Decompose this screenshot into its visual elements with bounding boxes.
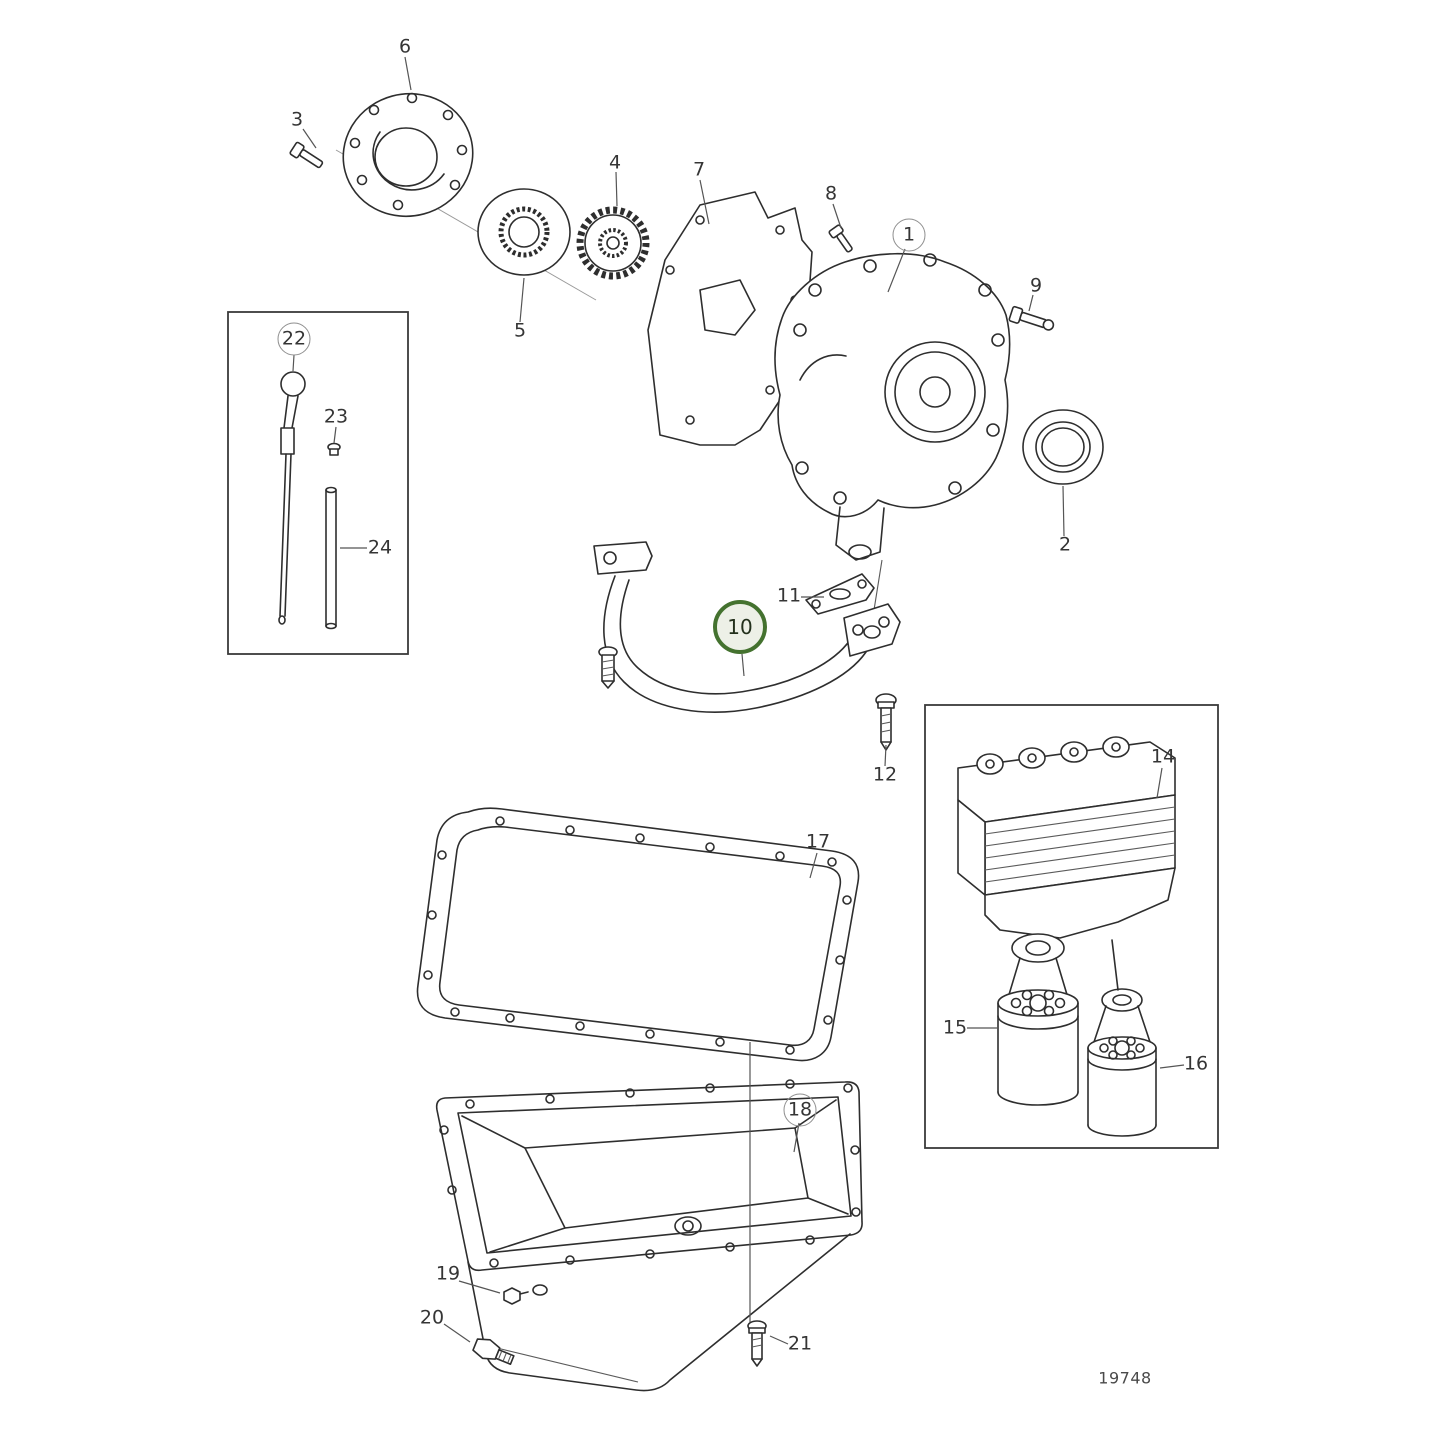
callout-9[interactable]: 9 xyxy=(1029,274,1043,297)
bracket-screw xyxy=(598,646,618,689)
callout-8[interactable]: 8 xyxy=(824,182,838,205)
oil-filter-part-15 xyxy=(997,989,1079,1106)
oil-pan-part-18 xyxy=(435,1079,863,1392)
callout-6[interactable]: 6 xyxy=(398,35,412,58)
callout-2[interactable]: 2 xyxy=(1058,533,1072,556)
plug-part-19 xyxy=(503,1287,529,1305)
oil-pump-housing-part-1 xyxy=(774,252,1011,561)
callout-24[interactable]: 24 xyxy=(367,536,393,559)
dipstick-part-22 xyxy=(278,371,306,625)
callout-11[interactable]: 11 xyxy=(776,584,802,607)
callout-10-highlighted[interactable]: 10 xyxy=(713,600,767,654)
seal-ring-part-2 xyxy=(1022,409,1104,485)
dipstick-tube-part-24 xyxy=(325,486,337,630)
oil-cooler-part-14 xyxy=(957,736,1176,1043)
gear-part-4 xyxy=(576,206,650,280)
oil-cooler-box xyxy=(924,704,1219,1149)
screw-part-3 xyxy=(289,141,324,169)
callout-18[interactable]: 18 xyxy=(783,1093,817,1127)
backing-plate-part-7 xyxy=(647,191,813,446)
screw-part-9 xyxy=(1008,305,1055,331)
callout-5[interactable]: 5 xyxy=(513,319,527,342)
callout-14[interactable]: 14 xyxy=(1150,745,1176,768)
callout-1[interactable]: 1 xyxy=(892,218,926,252)
screw-part-8 xyxy=(828,224,853,253)
drive-disc-part-5 xyxy=(477,188,571,276)
leader-lines xyxy=(292,56,1185,1345)
callout-17[interactable]: 17 xyxy=(805,830,831,853)
callout-19[interactable]: 19 xyxy=(435,1262,461,1285)
flange-part-6 xyxy=(342,92,474,218)
drawing-number: 19748 xyxy=(1098,1368,1152,1388)
seal-part-23 xyxy=(327,442,341,456)
callout-7[interactable]: 7 xyxy=(692,158,706,181)
callout-23[interactable]: 23 xyxy=(323,405,349,428)
callout-15[interactable]: 15 xyxy=(942,1016,968,1039)
alignment-line xyxy=(873,559,883,611)
plug-part-20 xyxy=(472,1338,515,1365)
callout-16[interactable]: 16 xyxy=(1183,1052,1209,1075)
callout-3[interactable]: 3 xyxy=(290,108,304,131)
oil-pan-gasket-part-17 xyxy=(416,807,860,1062)
dipstick-box xyxy=(227,311,409,655)
callout-12[interactable]: 12 xyxy=(872,763,898,786)
callout-21[interactable]: 21 xyxy=(787,1332,813,1355)
callout-20[interactable]: 20 xyxy=(419,1306,445,1329)
gasket-part-11 xyxy=(805,573,875,615)
screw-part-12 xyxy=(875,693,897,751)
callout-4[interactable]: 4 xyxy=(608,151,622,174)
screw-part-21 xyxy=(747,1320,767,1367)
oil-filter-part-16 xyxy=(1087,1036,1157,1137)
callout-22[interactable]: 22 xyxy=(277,322,311,356)
oil-suction-pipe-part-10 xyxy=(593,541,901,713)
